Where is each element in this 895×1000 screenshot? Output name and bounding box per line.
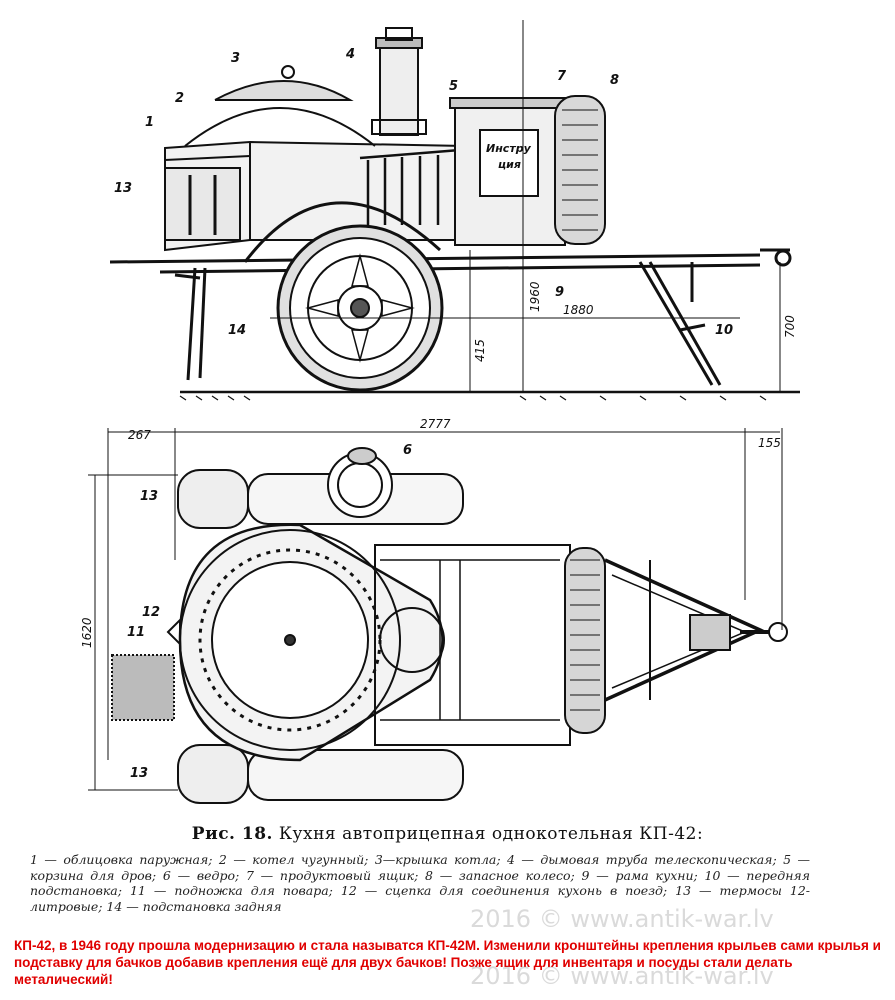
thermos-side (164, 167, 241, 241)
part-label: 4 (345, 47, 355, 62)
caption-title: Кухня автоприцепная однокотельная КП-42: (278, 824, 704, 844)
cooks-step (111, 654, 175, 721)
part-label: 6 (403, 443, 412, 458)
figure-legend: 1 — облицовка паружная; 2 — котел чугунн… (30, 852, 810, 914)
part-label: 2 (175, 91, 184, 106)
coupling (166, 617, 181, 647)
chimney (379, 44, 419, 136)
dim-front-offset: 267 (128, 428, 151, 442)
dim-rear-offset: 155 (758, 436, 781, 450)
dimension-labels: 1960 1880 415 700 2777 267 155 1620 (80, 281, 797, 648)
part-label: 12 (142, 605, 160, 620)
dim-drawbar-height: 700 (783, 315, 797, 338)
boiler (184, 107, 376, 147)
front-stand (638, 261, 722, 386)
caption-prefix: Рис. 18. (191, 824, 273, 844)
frame (109, 248, 792, 274)
top-view (88, 428, 788, 804)
part-label: 1 (145, 115, 154, 130)
part-label: 5 (449, 79, 458, 94)
watermark: 2016 © www.antik-war.lv (470, 905, 774, 933)
part-label: 9 (555, 285, 564, 300)
figure-caption: Рис. 18. Кухня автоприцепная однокотельн… (0, 824, 895, 844)
dim-width: 1620 (80, 617, 94, 648)
part-label: 14 (228, 323, 246, 338)
part-label: 13 (140, 489, 158, 504)
part-label: 3 (231, 51, 240, 66)
dim-wheelbase: 1880 (563, 303, 594, 317)
dim-height-total: 1960 (528, 281, 542, 312)
watermark: 2016 © www.antik-war.lv (470, 962, 774, 990)
thermos-top-2 (177, 744, 249, 804)
part-labels: 1 2 3 4 5 6 7 8 9 10 11 12 13 13 14 13 (114, 47, 733, 781)
dim-overall-length: 2777 (420, 417, 451, 431)
rear-stand (174, 267, 207, 381)
thermos-top-1 (177, 469, 249, 529)
svg-text:ция: ция (498, 158, 521, 171)
part-label: 10 (715, 323, 733, 338)
boiler-lid (214, 80, 354, 101)
instruction-plate (479, 129, 539, 197)
kitchen-drawing: 1 2 3 4 5 6 7 8 9 10 11 12 13 13 14 13 И… (80, 20, 800, 804)
part-label: 8 (610, 73, 619, 88)
spare-wheel-top (564, 547, 606, 734)
svg-text:Инстру: Инстру (486, 142, 532, 155)
part-label: 13 (114, 181, 132, 196)
part-label: 7 (557, 69, 567, 84)
part-label: 13 (130, 766, 148, 781)
part-label: 11 (127, 625, 145, 640)
dim-axle-height: 415 (473, 339, 487, 362)
instruction-plate-text: Инстру ция (486, 142, 532, 171)
main-wheel (276, 224, 444, 392)
side-view (109, 20, 800, 401)
drawbar (604, 558, 765, 702)
modernization-note: КП-42, в 1946 году прошла модернизацию и… (14, 938, 881, 987)
